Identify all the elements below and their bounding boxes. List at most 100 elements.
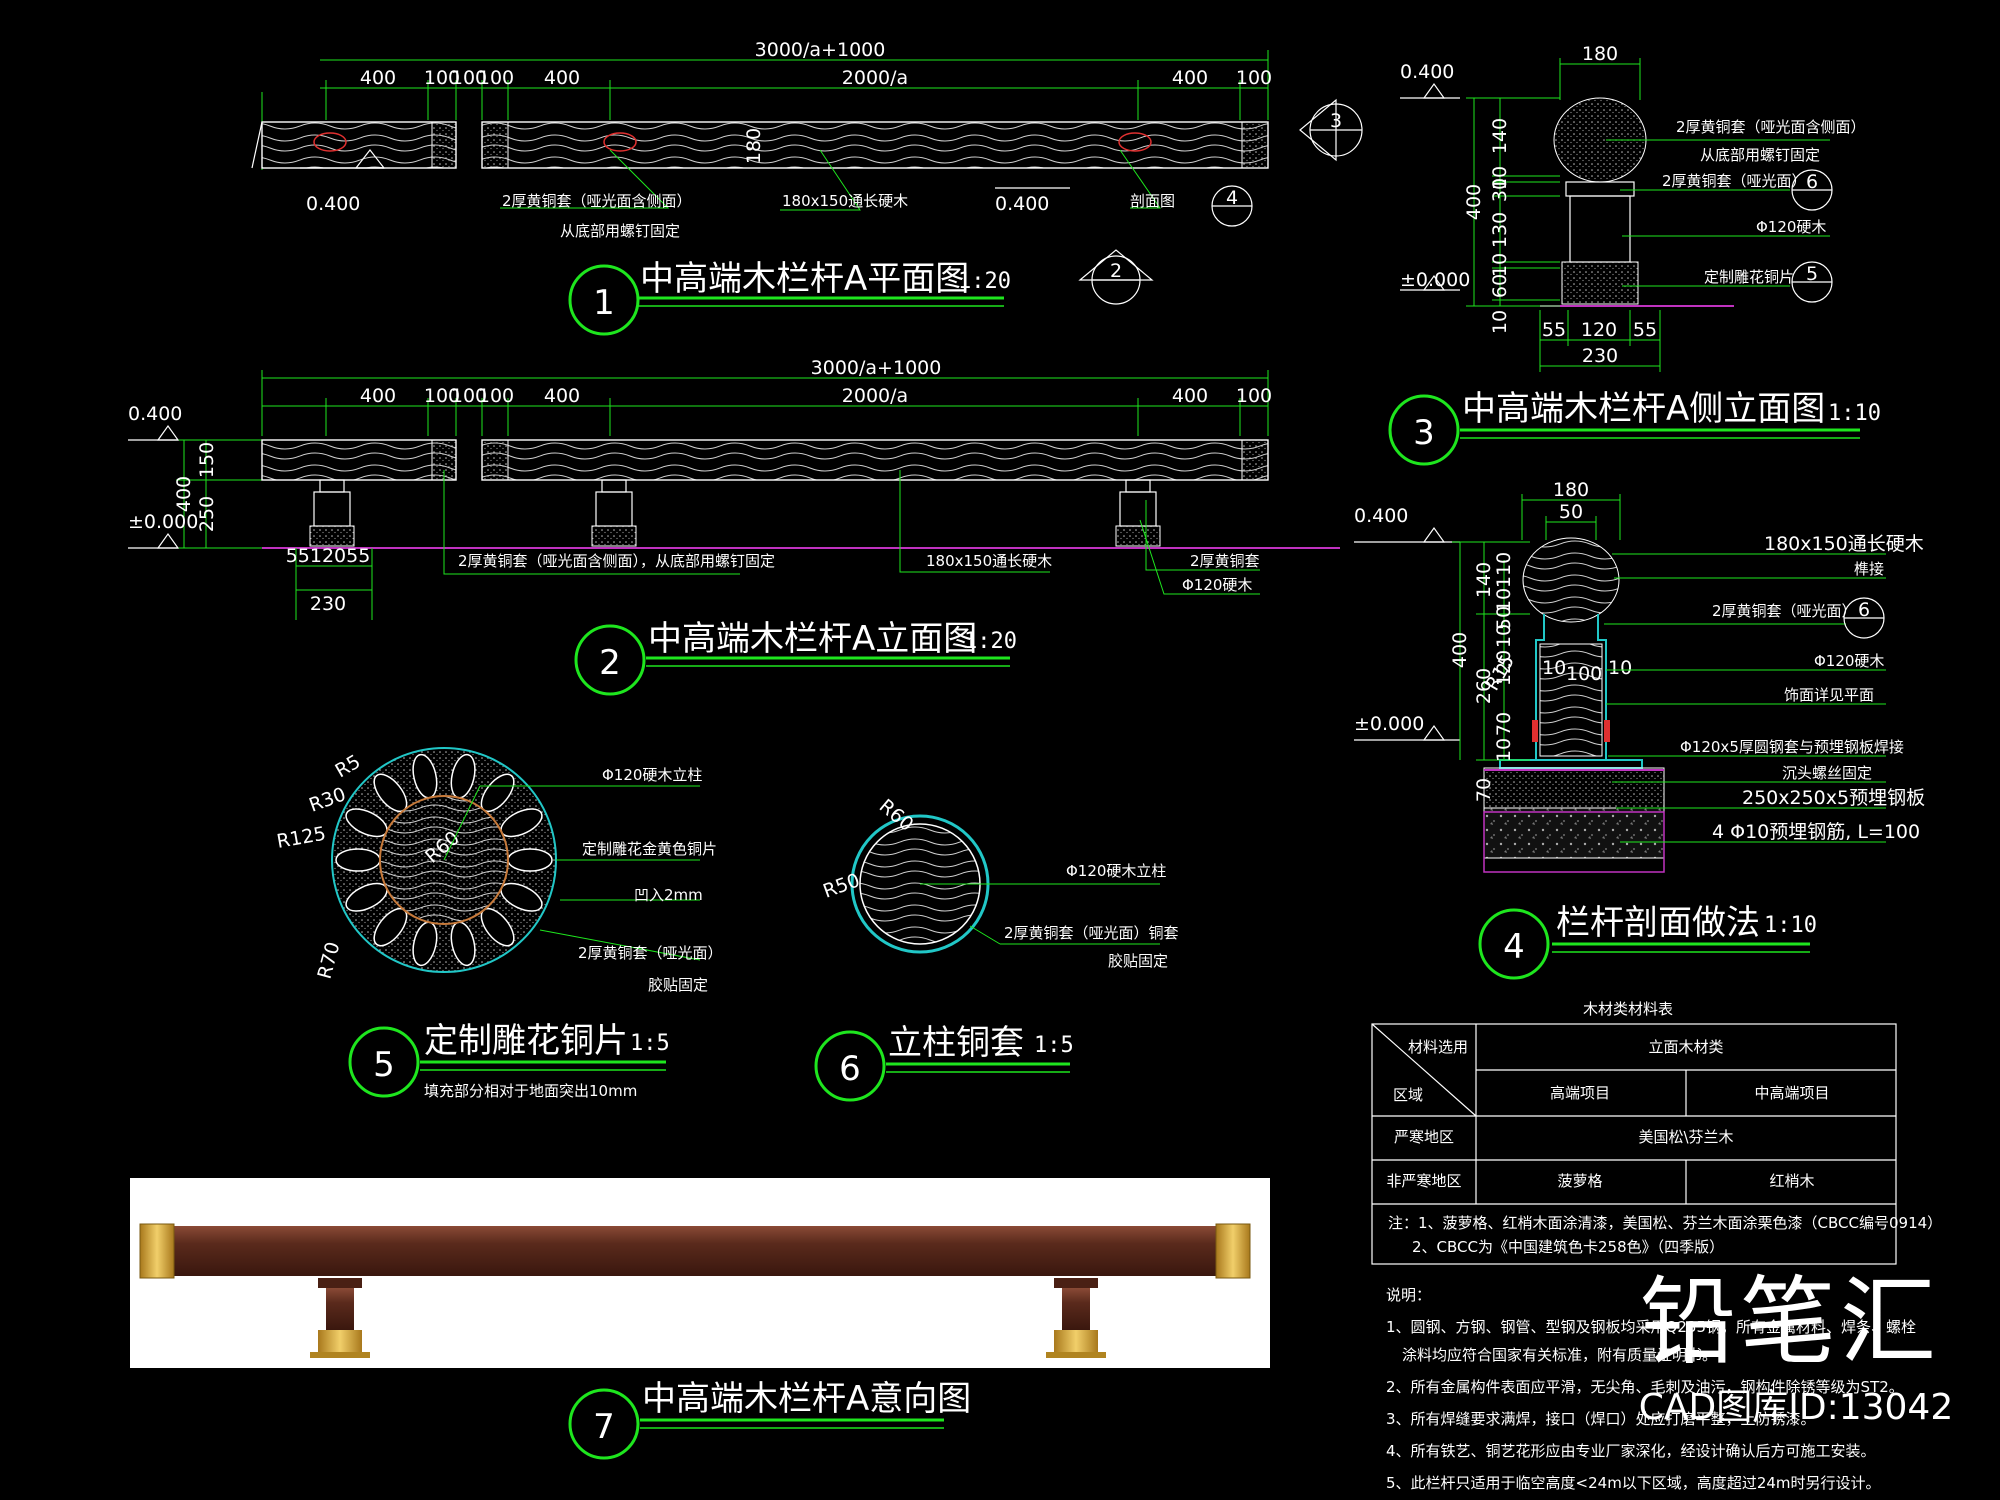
section-mark-4[interactable]: 4 [1211, 185, 1253, 227]
sleeve-note-glue: 胶贴固定 [1108, 952, 1168, 970]
sec-h120: 120 [1493, 650, 1515, 686]
elevation-mark-2[interactable]: 2 [1078, 249, 1154, 305]
plan-dim-400b: 400 [544, 67, 580, 89]
material-table: 木材类材料表 材料选用 区域 立面木材类 高端项目 中高端项目 严寒地区 美国松… [1371, 1000, 1942, 1265]
plan-dim-100d: 100 [1236, 67, 1272, 89]
table-caption: 木材类材料表 [1583, 1000, 1673, 1018]
side-h60: 60 [1489, 274, 1511, 298]
sec-note-tenon: 榫接 [1854, 560, 1884, 578]
sec-h110: 110 [1493, 552, 1515, 588]
side-b230: 230 [1582, 345, 1618, 367]
plate-note-carved: 定制雕花金黄色铜片 [582, 840, 717, 858]
render-rail [140, 1226, 1220, 1276]
notes-line-3: 2、所有金属构件表面应平滑，无尖角、毛刺及油污，钢构件除锈等级为ST2。 [1386, 1378, 1904, 1396]
sec-h70b: 70 [1473, 778, 1495, 802]
plate-petal [507, 848, 553, 872]
svg-text:6: 6 [1806, 171, 1818, 193]
plate-r70: R70 [314, 939, 345, 981]
plan-beam-main-cap-left [481, 121, 509, 169]
render-post-left [310, 1278, 370, 1358]
plan-dim-400c: 400 [1172, 67, 1208, 89]
elev-dim-400b: 400 [544, 385, 580, 407]
svg-text:7: 7 [593, 1407, 615, 1447]
sec-h10b: 10 [1493, 624, 1515, 648]
plate-note-brass: 2厚黄铜套（哑光面） [578, 944, 723, 962]
elev-dim-400a: 400 [360, 385, 396, 407]
elev-dim-mid: 2000/a [842, 385, 908, 407]
svg-text:2: 2 [599, 643, 621, 683]
table-h-high: 高端项目 [1550, 1084, 1610, 1102]
render-post-right [1046, 1278, 1106, 1358]
elev-h250: 250 [196, 496, 218, 532]
table-h-material: 材料选用 [1408, 1038, 1468, 1056]
side-b55b: 55 [1633, 319, 1657, 341]
tag-6-side[interactable]: 6 [1791, 169, 1833, 211]
elev-post-3 [1115, 479, 1161, 547]
side-h400: 400 [1463, 184, 1485, 220]
sec-post [1539, 643, 1603, 757]
table-h-mid: 中高端项目 [1754, 1084, 1829, 1102]
plan-beam-main-cap-right [1241, 121, 1269, 169]
side-b55a: 55 [1542, 319, 1566, 341]
plan-dim-mid: 2000/a [842, 67, 908, 89]
plan-note-screw: 从底部用螺钉固定 [560, 222, 680, 240]
svg-text:中高端木栏杆A侧立面图: 中高端木栏杆A侧立面图 [1462, 389, 1825, 429]
general-notes: 说明： 1、圆钢、方钢、钢管、型钢及钢板均采用Q235钢，所有金属材料、焊条、螺… [1386, 1286, 1916, 1492]
plan-note-section: 剖面图 [1130, 192, 1175, 210]
elev-overall-dim: 3000/a+1000 [811, 357, 942, 379]
elev-level-zero: ±0.000 [128, 511, 198, 533]
sec-h10a: 10 [1493, 588, 1515, 612]
svg-text:1:10: 1:10 [1764, 913, 1817, 938]
sec-h50: 50 [1493, 606, 1515, 630]
sec-fill-layer [1483, 767, 1665, 809]
table-note-2: 2、CBCC为《中国建筑色卡258色》（四季版） [1412, 1238, 1724, 1256]
plan-level-a: 0.400 [306, 193, 360, 215]
plan-dim-100a: 100 [424, 67, 460, 89]
elev-dim-100a: 100 [424, 385, 460, 407]
table-r2-region: 非严寒地区 [1386, 1172, 1461, 1190]
sec-note-screw: 沉头螺丝固定 [1782, 764, 1872, 782]
tag-6-section[interactable]: 6 [1843, 597, 1885, 639]
plan-note-wood: 180x150通长硬木 [782, 192, 908, 210]
svg-text:4: 4 [1226, 187, 1238, 209]
svg-text:2: 2 [1110, 260, 1122, 282]
view-post-sleeve: R60 R50 Φ120硬木立柱 2厚黄铜套（哑光面）铜套 胶贴固定 6 立柱铜… [814, 795, 1179, 1102]
table-h-wood: 立面木材类 [1648, 1038, 1723, 1056]
side-h130: 130 [1489, 212, 1511, 248]
svg-text:5: 5 [1806, 263, 1818, 285]
plan-dim-100b: 100 [451, 67, 487, 89]
view-side-elevation: 180 0.400 ±0.000 400 140 10 30 130 10 60… [1388, 43, 1881, 466]
elev-dim-100b: 100 [451, 385, 487, 407]
table-h-region: 区域 [1393, 1086, 1423, 1104]
elev-dim-400c: 400 [1172, 385, 1208, 407]
side-note-post: Φ120硬木 [1756, 218, 1826, 236]
elev-beam-main-cap-right [1241, 439, 1269, 481]
plate-petal [335, 848, 381, 872]
title-view-2: 2 中高端木栏杆A立面图 1:20 [574, 619, 1017, 696]
title-view-5: 5 定制雕花铜片 1:5 填充部分相对于地面突出10mm [348, 1021, 670, 1100]
sec-level-top: 0.400 [1354, 505, 1408, 527]
sec-level-zero: ±0.000 [1354, 713, 1424, 735]
svg-text:中高端木栏杆A意向图: 中高端木栏杆A意向图 [642, 1379, 971, 1419]
sec-note-brass: 2厚黄铜套（哑光面） [1712, 602, 1857, 620]
table-note-1: 注：1、菠萝格、红梢木面涂清漆，美国松、芬兰木面涂栗色漆（CBCC编号0914） [1388, 1214, 1942, 1232]
svg-text:6: 6 [839, 1049, 861, 1089]
title-view-6: 6 立柱铜套 1:5 [814, 1023, 1074, 1102]
notes-heading: 说明： [1386, 1286, 1431, 1304]
plate-r125: R125 [275, 823, 328, 853]
notes-line-2: 涂料均应符合国家有关标准，附有质量证明书。 [1402, 1346, 1717, 1364]
sec-w10b: 10 [1608, 657, 1632, 679]
brand-logo: 铅笔汇 [1640, 1266, 1940, 1378]
tag-5-side[interactable]: 5 [1791, 261, 1833, 303]
elevation-mark-3[interactable]: 3 [1299, 98, 1363, 162]
view-render: 7 中高端木栏杆A意向图 [130, 1178, 1270, 1460]
sec-w10a: 10 [1542, 657, 1566, 679]
table-r2-high: 菠萝格 [1557, 1172, 1602, 1190]
sleeve-r50: R50 [820, 869, 863, 902]
svg-text:3: 3 [1330, 110, 1342, 132]
elev-beam-main [481, 439, 1269, 481]
svg-text:立柱铜套: 立柱铜套 [888, 1023, 1024, 1063]
svg-text:1:5: 1:5 [1034, 1033, 1074, 1058]
sleeve-note-post: Φ120硬木立柱 [1066, 862, 1166, 880]
